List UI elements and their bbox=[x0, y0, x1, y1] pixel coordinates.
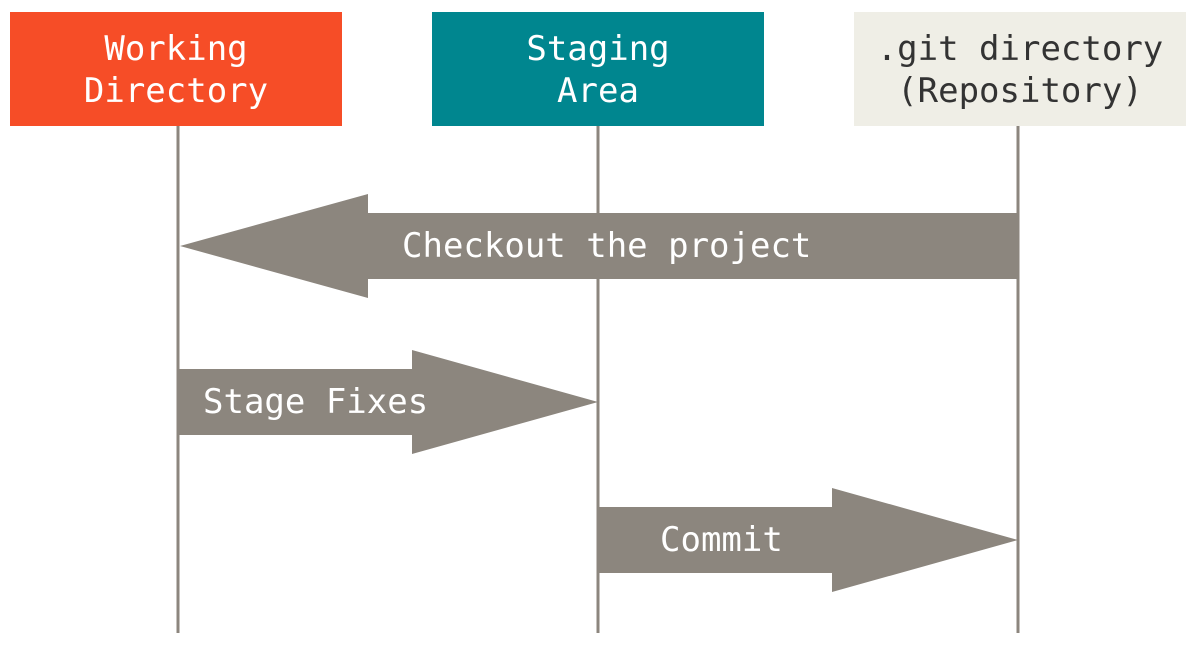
working-directory-label-line1: Working bbox=[104, 29, 247, 69]
working-directory-box: Working Directory bbox=[10, 12, 342, 126]
repository-label-line2: (Repository) bbox=[897, 71, 1143, 111]
commit-arrow: Commit bbox=[598, 488, 1018, 592]
checkout-arrow-shape bbox=[180, 194, 1018, 298]
staging-area-label-line1: Staging bbox=[526, 29, 669, 69]
staging-area-box: Staging Area bbox=[432, 12, 764, 126]
checkout-arrow: Checkout the project bbox=[180, 194, 1018, 298]
working-directory-label-line2: Directory bbox=[84, 71, 268, 111]
repository-box-bg bbox=[854, 12, 1186, 126]
stage-fixes-arrow-label: Stage Fixes bbox=[203, 382, 428, 422]
repository-label-line1: .git directory bbox=[877, 29, 1164, 69]
repository-box: .git directory (Repository) bbox=[854, 12, 1186, 126]
stage-fixes-arrow: Stage Fixes bbox=[178, 350, 598, 454]
working-directory-box-bg bbox=[10, 12, 342, 126]
commit-arrow-label: Commit bbox=[660, 520, 783, 560]
commit-arrow-shape bbox=[598, 488, 1018, 592]
staging-area-box-bg bbox=[432, 12, 764, 126]
stage-fixes-arrow-shape bbox=[178, 350, 598, 454]
staging-area-label-line2: Area bbox=[557, 71, 639, 111]
checkout-arrow-label: Checkout the project bbox=[402, 226, 811, 266]
